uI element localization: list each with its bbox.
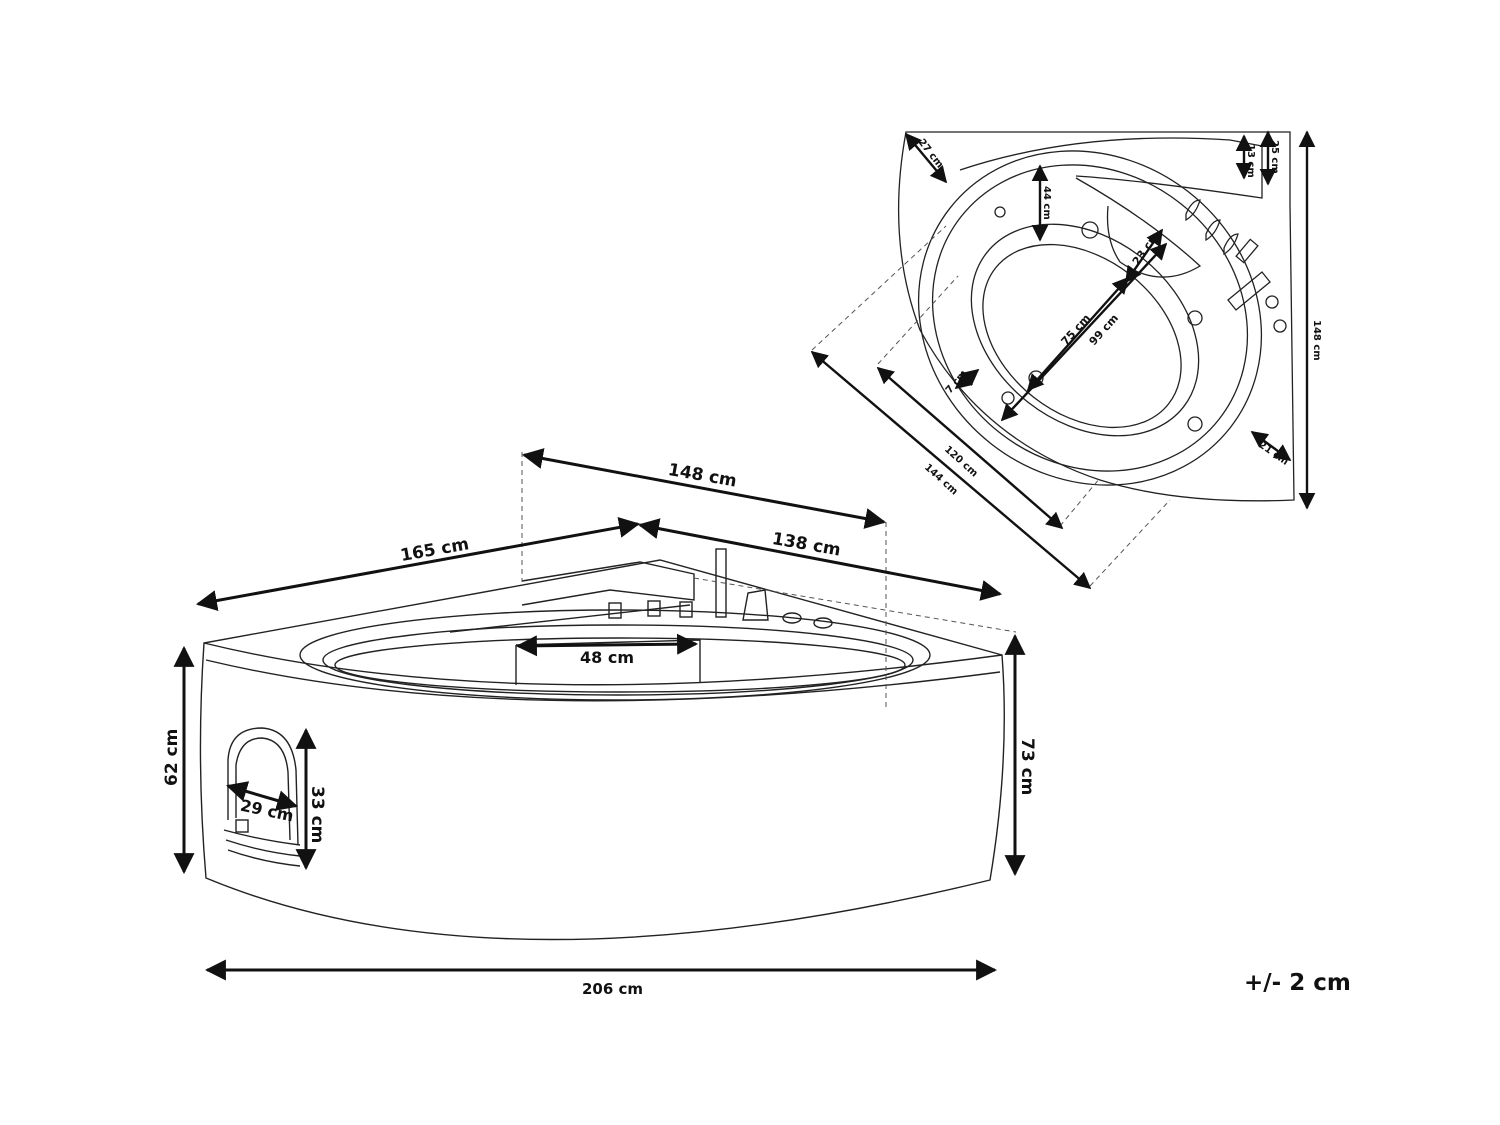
label-33: 33 cm (307, 786, 327, 843)
top-button-1 (1265, 295, 1279, 309)
control-knob-3 (679, 601, 693, 618)
label-62: 62 cm (162, 729, 182, 786)
top-control-2 (1205, 219, 1221, 242)
top-outer-outline (897, 131, 1295, 502)
label-73: 73 cm (1017, 738, 1037, 795)
towel-rack (223, 829, 301, 867)
label-148-top: 148 cm (1311, 320, 1322, 361)
label-48: 48 cm (580, 648, 634, 667)
control-knob-2 (647, 600, 661, 617)
top-back-strip (959, 137, 1263, 199)
jet-6 (994, 206, 1006, 218)
front-niche (227, 727, 299, 846)
tub-shell-outline (199, 559, 1005, 941)
top-dimension-arrows (810, 130, 1316, 590)
tolerance-note: +/- 2 cm (1244, 970, 1351, 996)
front-view-bathtub (199, 548, 1005, 941)
arrow-144 (810, 350, 1092, 590)
button-1 (782, 612, 802, 624)
button-2 (813, 617, 833, 629)
label-206: 206 cm (582, 980, 643, 998)
arrow-21 (1250, 431, 1292, 461)
top-spout (1227, 271, 1271, 311)
top-shower-handle (1235, 238, 1259, 264)
top-control-3 (1223, 233, 1239, 256)
jet-3 (1187, 416, 1203, 432)
tub-basin-top (322, 624, 914, 696)
top-button-2 (1273, 319, 1287, 333)
arrow-27 (904, 132, 948, 184)
front-niche-inner (235, 737, 291, 841)
arrow-165 (195, 517, 641, 611)
top-control-1 (1185, 199, 1201, 222)
arrow-29 (225, 781, 299, 811)
jet-2 (1187, 310, 1203, 326)
label-120: 120 cm (942, 444, 980, 479)
tub-rim-front-inner (205, 659, 1001, 702)
tub-rim-front (203, 642, 1003, 686)
arrow-48 (515, 633, 699, 657)
jet-1 (1081, 221, 1099, 239)
label-144: 144 cm (922, 462, 960, 497)
label-25: 25 cm (1269, 140, 1280, 174)
label-44: 44 cm (1041, 186, 1052, 220)
label-13: 13 cm (1245, 144, 1256, 178)
tub-backrest-line (449, 604, 691, 633)
rack-holder (235, 819, 249, 833)
